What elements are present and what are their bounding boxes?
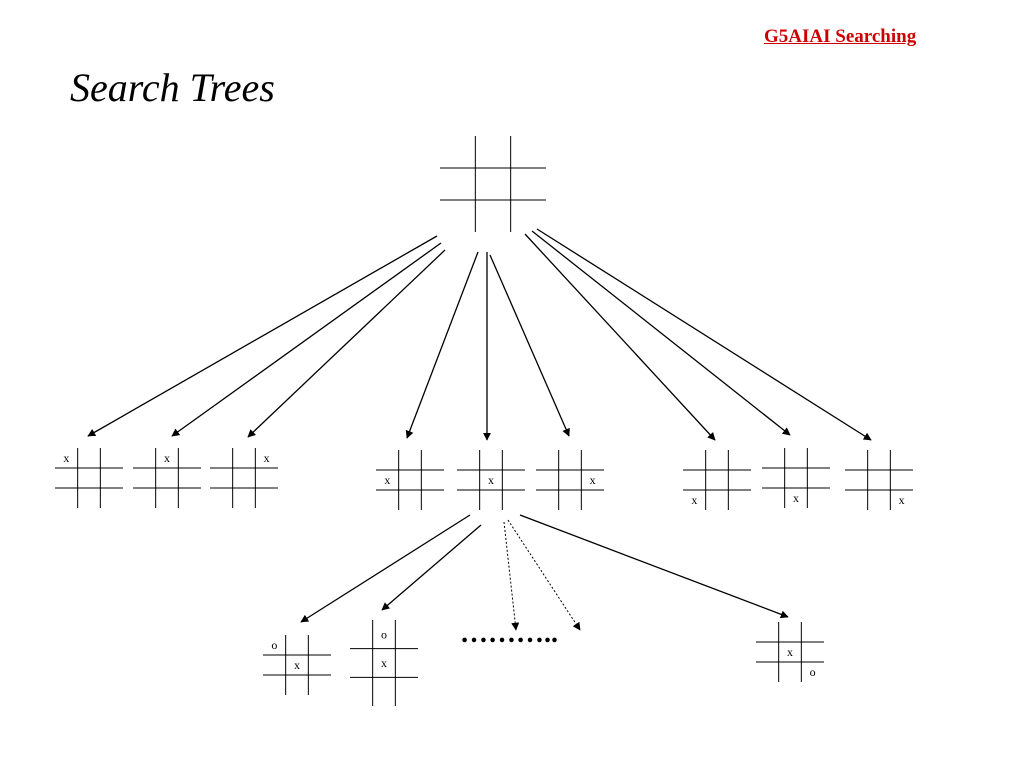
board-l1-8: x [762,448,830,508]
board-mark-o: o [810,665,816,679]
board-mark-x: x [264,451,270,465]
tree-edge-dotted [503,521,520,631]
board-mark-x: x [691,493,697,507]
board-mark-x: x [294,658,300,672]
tree-edge [524,233,716,441]
tree-edge [405,251,479,439]
tree-edge [531,230,791,436]
slide-title: Search Trees [70,65,275,110]
board-mark-o: o [381,627,387,641]
tree-edges [87,228,872,631]
tree-edge [247,249,446,438]
tree-edge [171,242,442,437]
board-l1-9: x [845,450,913,510]
board-l1-1: x [55,448,123,508]
more-children-ellipsis: ……….. [460,618,558,649]
board-mark-x: x [787,645,793,659]
board-l1-4: x [376,450,444,510]
board-l1-3: x [210,448,278,508]
tree-edge [381,524,482,611]
board-mark-x: x [899,493,905,507]
board-mark-x: x [590,473,596,487]
board-l2-3: xo [756,622,824,682]
board-mark-x: x [164,451,170,465]
board-l1-2: x [133,448,201,508]
board-root [440,136,546,232]
tree-edge [489,254,570,437]
board-mark-x: x [793,491,799,505]
board-mark-x: x [381,656,387,670]
board-mark-x: x [63,451,69,465]
board-mark-x: x [384,473,390,487]
tree-edge [536,228,872,441]
board-l1-7: x [683,450,751,510]
board-l1-6: x [536,450,604,510]
board-mark-x: x [488,473,494,487]
board-l2-1: ox [263,635,331,695]
board-l2-2: ox [350,620,418,706]
tree-edge-dotted [507,519,581,631]
board-mark-o: o [271,638,277,652]
board-l1-5: x [457,450,525,510]
tree-edge [519,514,789,619]
tree-edge [87,235,438,437]
tree-edge [300,514,471,623]
header-label: G5AIAI Searching [764,26,917,47]
